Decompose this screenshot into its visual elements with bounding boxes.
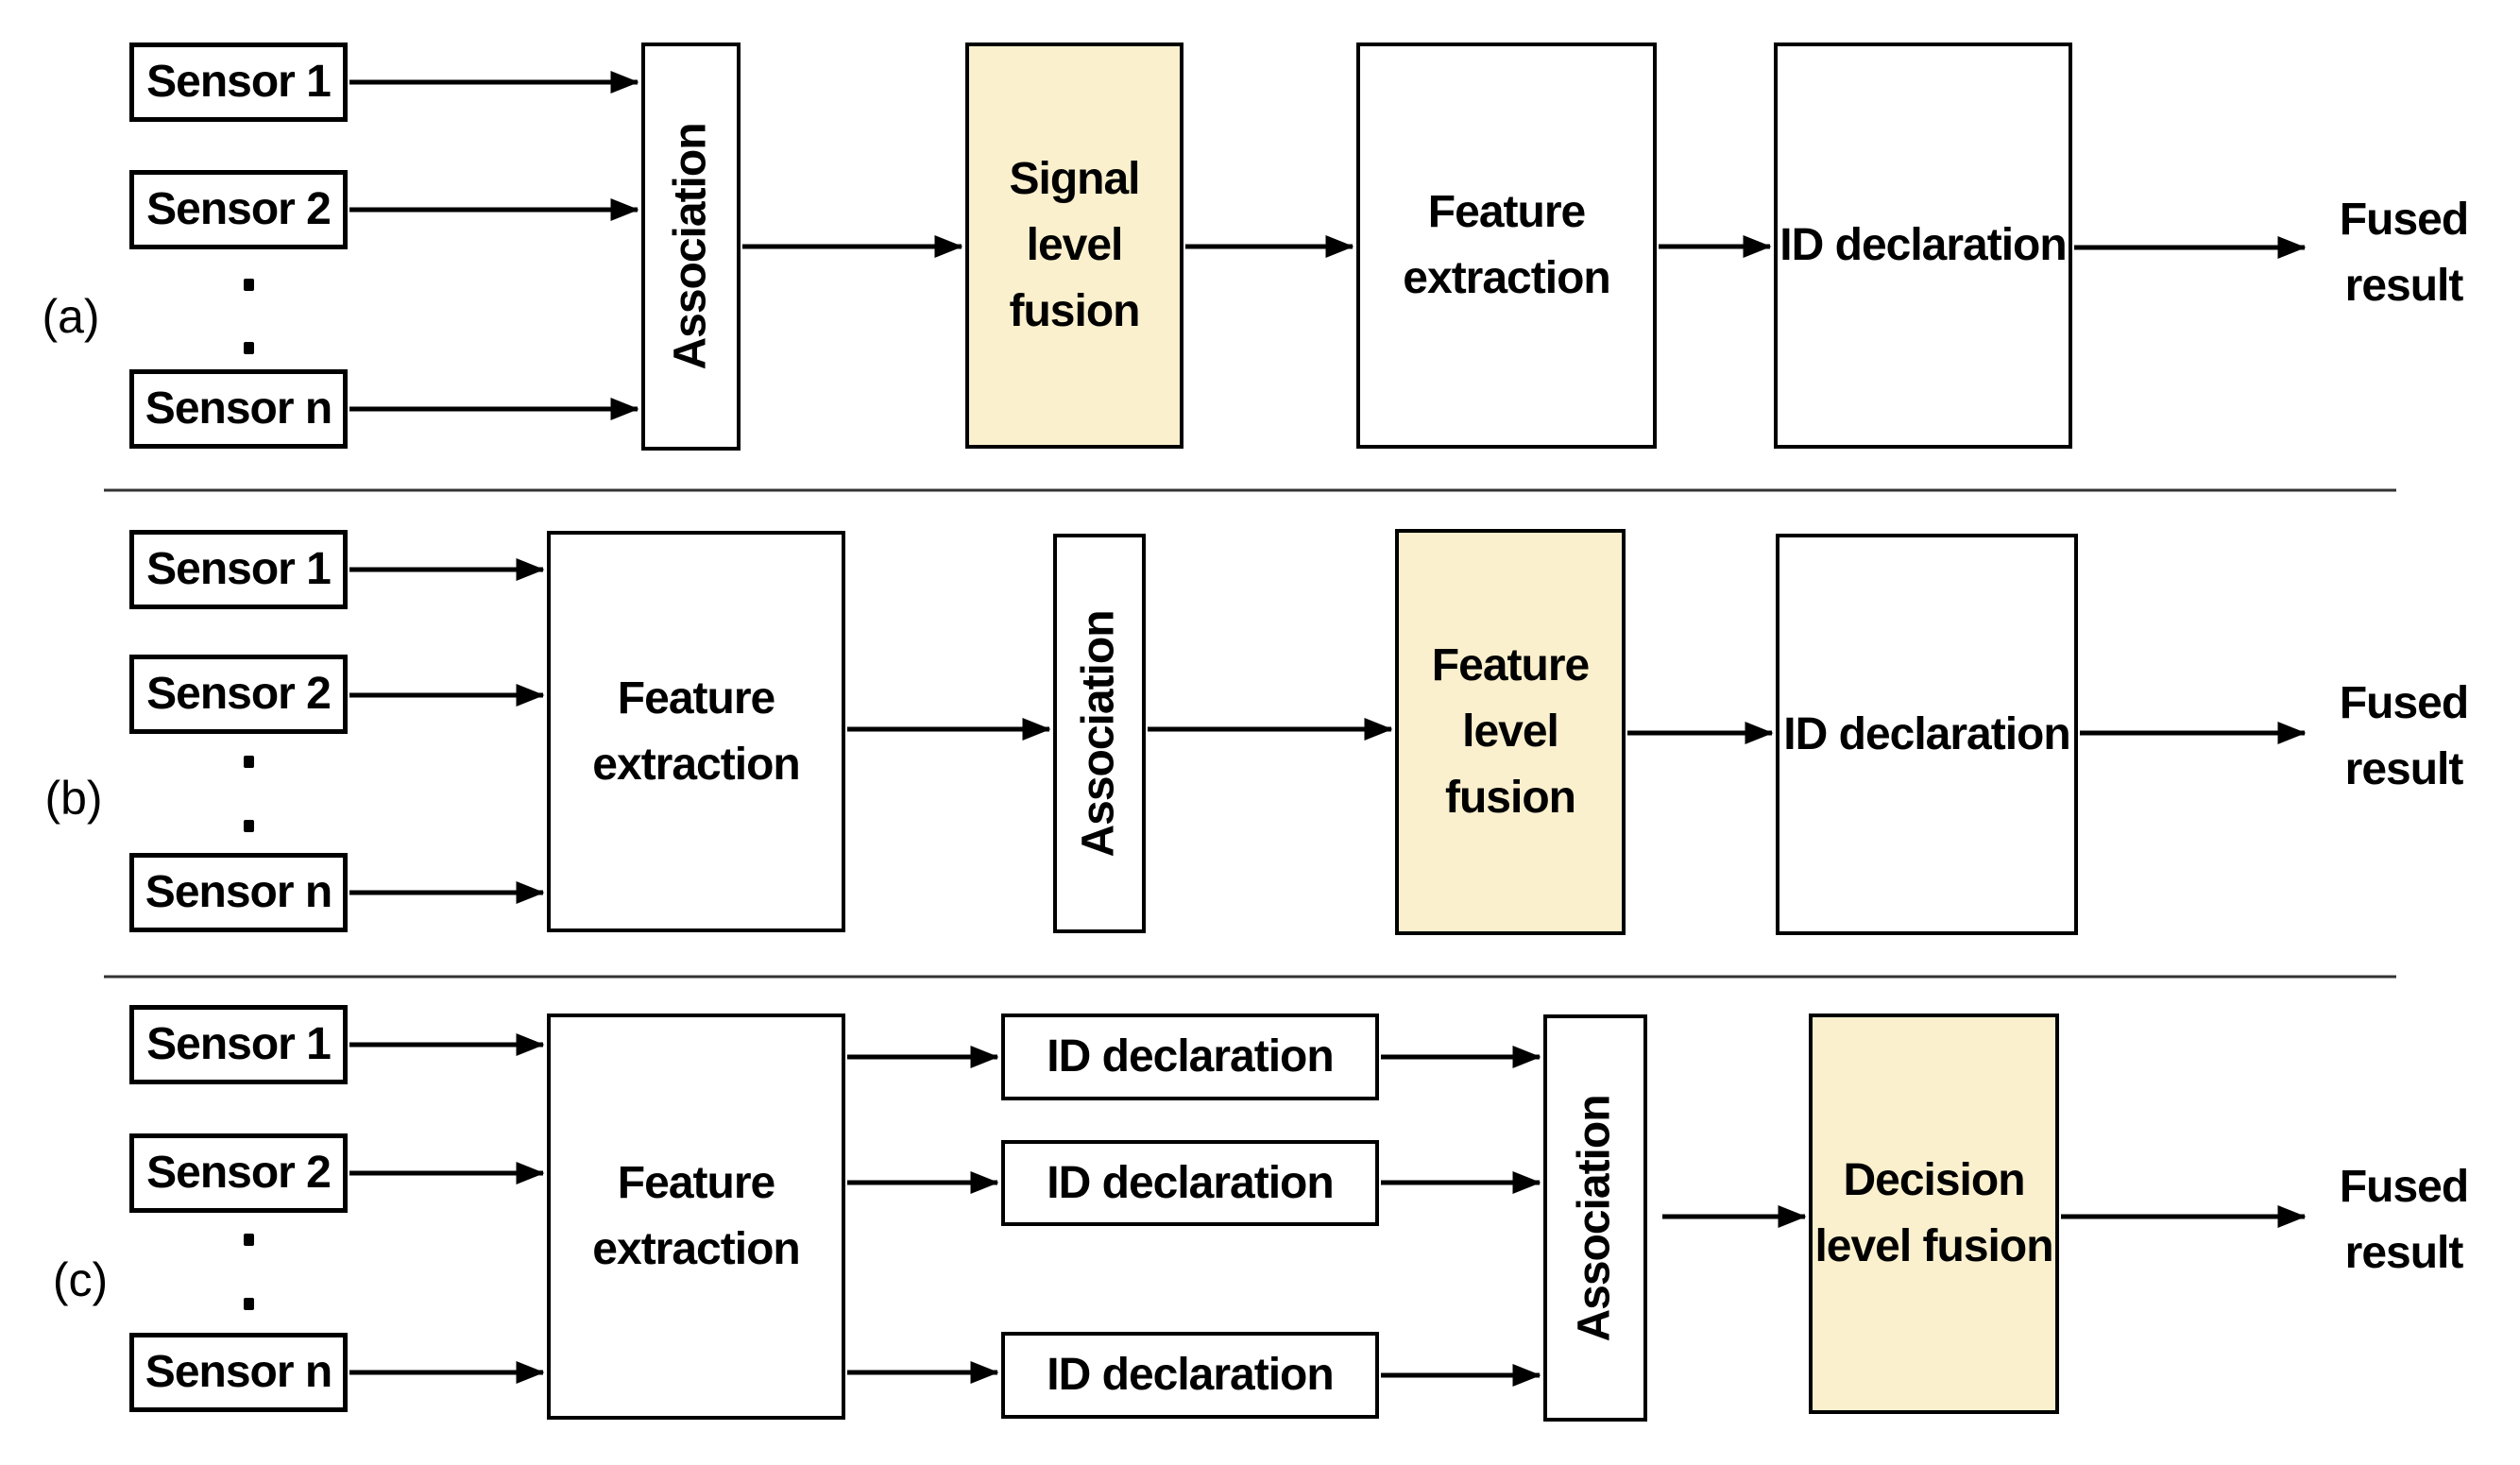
sensor-1-label-c: Sensor 1 <box>146 1019 332 1069</box>
feature-extraction-label-c: Feature extraction <box>592 1158 800 1274</box>
sensor-n-box-a: Sensor n <box>129 369 348 449</box>
id-declaration-box-c2: ID declaration <box>1001 1140 1379 1226</box>
association-label-c: Association <box>1570 1094 1620 1342</box>
sensor-1-box-b: Sensor 1 <box>129 530 348 609</box>
sensor-1-label-a: Sensor 1 <box>146 57 332 107</box>
feature-extraction-box-c: Feature extraction <box>547 1014 845 1420</box>
sensor-n-box-c: Sensor n <box>129 1333 348 1412</box>
feature-level-fusion-box: Feature level fusion <box>1395 529 1626 935</box>
sensor-1-box-a: Sensor 1 <box>129 43 348 122</box>
decision-level-fusion-box: Decision level fusion <box>1809 1014 2059 1414</box>
association-box-b: Association <box>1053 534 1146 933</box>
section-label-c: (c) <box>52 1253 109 1306</box>
association-label-b: Association <box>1074 609 1124 858</box>
feature-extraction-box-a: Feature extraction <box>1356 43 1657 449</box>
fused-result-text-b: Fused result <box>2339 678 2469 794</box>
signal-level-fusion-box: Signal level fusion <box>965 43 1183 449</box>
feature-level-fusion-label: Feature level fusion <box>1431 640 1590 823</box>
feature-extraction-box-b: Feature extraction <box>547 531 845 932</box>
sensor-2-label-a: Sensor 2 <box>146 184 332 234</box>
sensor-n-box-b: Sensor n <box>129 853 348 932</box>
id-declaration-box-c1: ID declaration <box>1001 1014 1379 1100</box>
sensor-1-label-b: Sensor 1 <box>146 544 332 594</box>
id-declaration-box-c3: ID declaration <box>1001 1332 1379 1419</box>
sensor-ellipsis-dot <box>244 342 254 354</box>
signal-level-fusion-label: Signal level fusion <box>1009 154 1140 336</box>
sensor-2-box-b: Sensor 2 <box>129 655 348 734</box>
sensor-2-box-a: Sensor 2 <box>129 170 348 249</box>
fused-result-text-a: Fused result <box>2339 195 2469 311</box>
sensor-2-label-c: Sensor 2 <box>146 1148 332 1198</box>
id-declaration-box-b: ID declaration <box>1776 534 2078 935</box>
id-declaration-label-b: ID declaration <box>1783 708 2070 759</box>
decision-level-fusion-label: Decision level fusion <box>1814 1155 2053 1271</box>
id-declaration-label-a: ID declaration <box>1779 220 2067 270</box>
sensor-1-box-c: Sensor 1 <box>129 1005 348 1084</box>
sensor-ellipsis-dot <box>244 1298 254 1310</box>
sensor-ellipsis-dot <box>244 820 254 832</box>
sensor-ellipsis-dot <box>244 756 254 768</box>
sensor-ellipsis-dot <box>244 1234 254 1246</box>
sensor-2-box-c: Sensor 2 <box>129 1133 348 1213</box>
sensor-n-label-b: Sensor n <box>145 867 332 917</box>
feature-extraction-label-b: Feature extraction <box>592 673 800 790</box>
feature-extraction-label-a: Feature extraction <box>1403 187 1610 303</box>
association-box-c: Association <box>1543 1014 1647 1422</box>
sensor-n-label-c: Sensor n <box>145 1347 332 1397</box>
sensor-2-label-b: Sensor 2 <box>146 669 332 719</box>
section-label-a: (a) <box>42 290 100 343</box>
association-box-a: Association <box>641 43 741 451</box>
id-declaration-label-c3: ID declaration <box>1047 1350 1334 1400</box>
sensor-ellipsis-dot <box>244 279 254 291</box>
association-label-a: Association <box>665 123 716 370</box>
fused-result-text-c: Fused result <box>2339 1162 2469 1278</box>
id-declaration-label-c1: ID declaration <box>1047 1031 1334 1082</box>
sensor-n-label-a: Sensor n <box>145 383 332 434</box>
section-label-b: (b) <box>44 772 103 825</box>
id-declaration-label-c2: ID declaration <box>1047 1157 1334 1208</box>
id-declaration-box-a: ID declaration <box>1774 43 2072 449</box>
